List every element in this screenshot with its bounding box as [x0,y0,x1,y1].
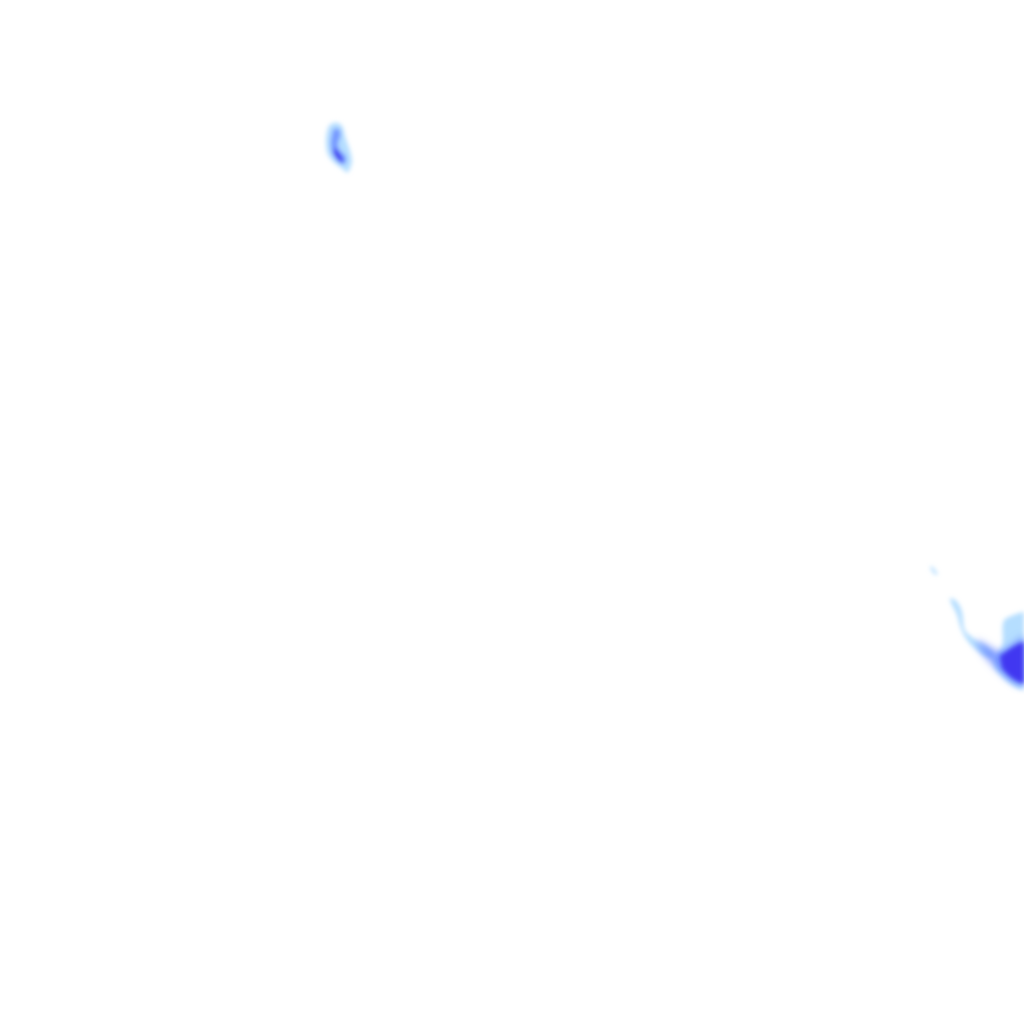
light-precip-area [930,566,938,575]
heavy-precip-area [333,148,344,163]
precip-cell-southeast [930,566,1024,690]
light-precip-area [950,598,994,658]
heavy-precip-area [1000,642,1024,684]
precip-cell-north [325,122,352,173]
